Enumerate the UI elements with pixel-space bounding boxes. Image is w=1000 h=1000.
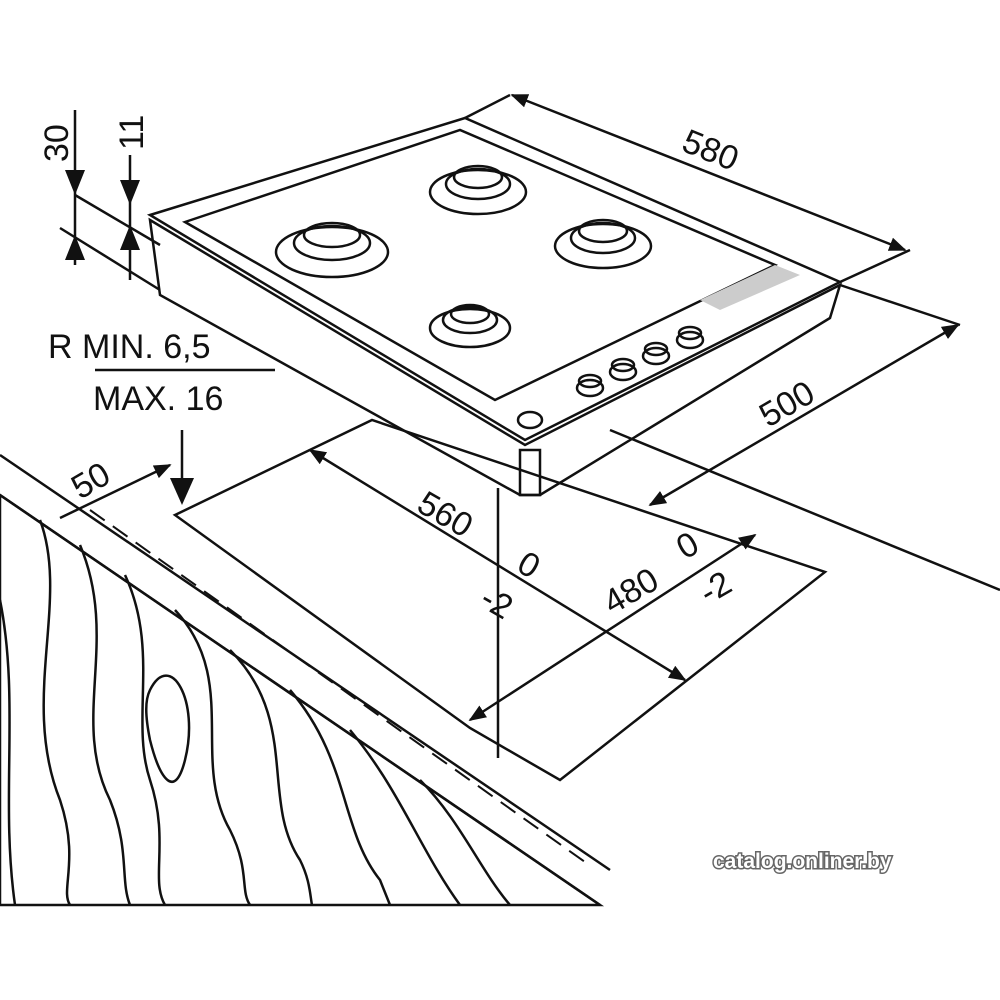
dim-580: 580 bbox=[677, 122, 744, 178]
dim-11: 11 bbox=[113, 115, 151, 150]
gas-hob bbox=[146, 116, 843, 497]
burner-left bbox=[274, 221, 390, 279]
dim-30: 30 bbox=[38, 124, 76, 162]
dim-500: 500 bbox=[753, 374, 821, 435]
watermark: catalog.onliner.by bbox=[713, 850, 892, 873]
dim-480: 480 bbox=[597, 561, 665, 622]
countertop bbox=[0, 453, 611, 907]
radius-min-label: R MIN. 6,5 bbox=[48, 328, 210, 366]
tol-560-minus: -2 bbox=[474, 579, 519, 627]
dimension-lines bbox=[59, 93, 961, 722]
radius-max-label: MAX. 16 bbox=[93, 380, 223, 418]
dim-50: 50 bbox=[65, 455, 117, 507]
burner-rear bbox=[428, 164, 528, 216]
burners bbox=[274, 164, 653, 349]
wood-grain bbox=[0, 519, 511, 906]
burner-right bbox=[553, 218, 653, 270]
igniter-button bbox=[516, 410, 544, 430]
tol-560-plus: 0 bbox=[511, 544, 546, 586]
dim-560: 560 bbox=[411, 484, 479, 545]
burner-front bbox=[428, 303, 512, 349]
